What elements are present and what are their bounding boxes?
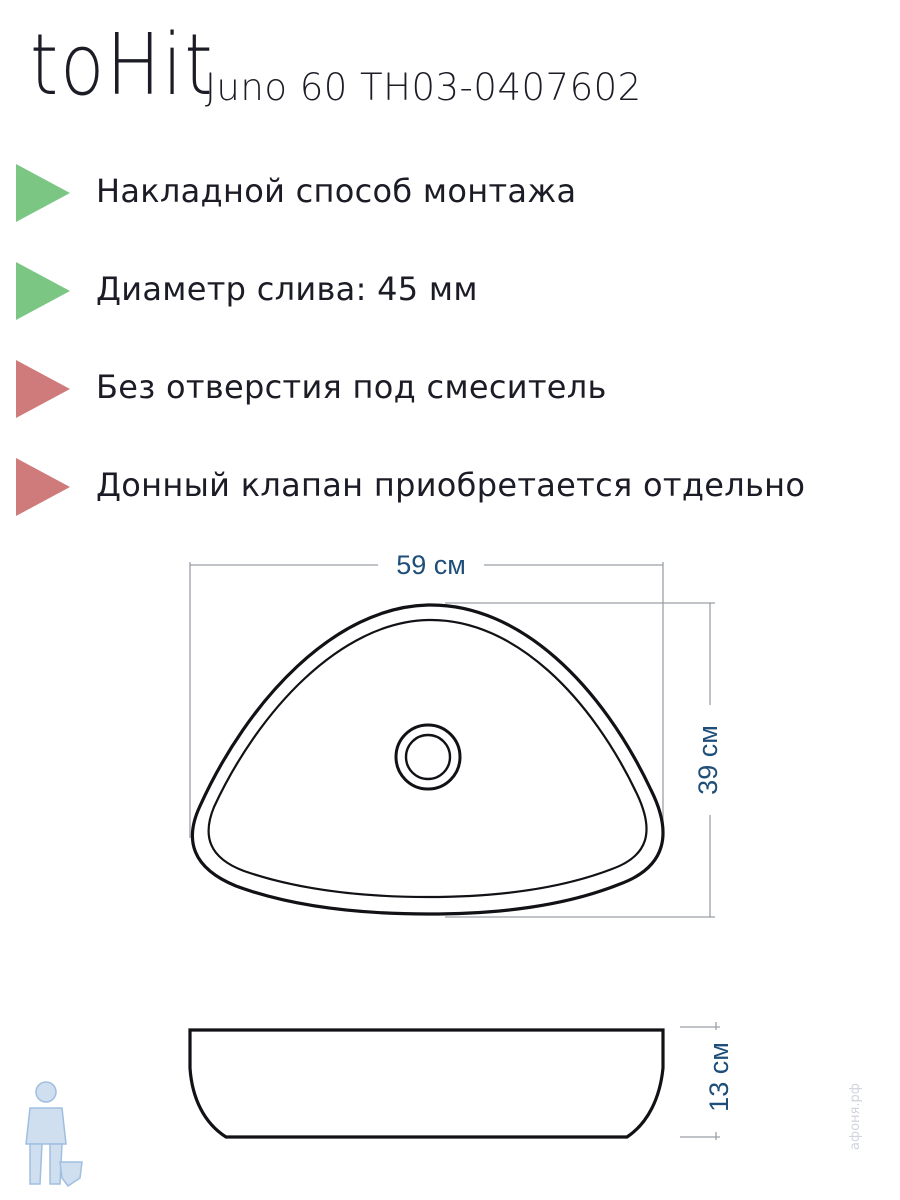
width-label: 59 см [396, 550, 466, 580]
header: toHit Juno 60 TH03-0407602 [30, 22, 850, 112]
plumber-mascot-icon [25, 1081, 83, 1188]
depth-label: 39 см [693, 725, 723, 795]
red-triangle-icon [16, 360, 70, 418]
feature-item-drain-valve-separate: Донный клапан приобретается отдельно [16, 454, 886, 552]
basin-top-outline [190, 603, 665, 916]
height-label: 13 см [704, 1042, 734, 1112]
drain-outer-ring [394, 723, 462, 791]
feature-list: Накладной способ монтажа Диаметр слива: … [16, 160, 886, 552]
sink-dimension-drawing: 59 см 39 см 13 см [188, 550, 734, 1140]
site-watermark: афоня.рф [848, 1083, 863, 1150]
dimension-lines [189, 562, 720, 1140]
feature-text: Диаметр слива: 45 мм [96, 270, 478, 308]
red-triangle-icon [16, 458, 70, 516]
feature-text: Без отверстия под смеситель [96, 368, 607, 406]
feature-item-drain-diameter: Диаметр слива: 45 мм [16, 258, 886, 356]
brand-logo: toHit [30, 14, 215, 115]
feature-item-no-faucet-hole: Без отверстия под смеситель [16, 356, 886, 454]
feature-item-mounting: Накладной способ монтажа [16, 160, 886, 258]
green-triangle-icon [16, 164, 70, 222]
basin-inner-outline [207, 618, 648, 899]
product-title: Juno 60 TH03-0407602 [205, 66, 642, 109]
drain-inner-ring [404, 733, 452, 781]
green-triangle-icon [16, 262, 70, 320]
feature-text: Накладной способ монтажа [96, 172, 577, 210]
basin-side-view [188, 1028, 665, 1139]
feature-text: Донный клапан приобретается отдельно [96, 466, 806, 504]
